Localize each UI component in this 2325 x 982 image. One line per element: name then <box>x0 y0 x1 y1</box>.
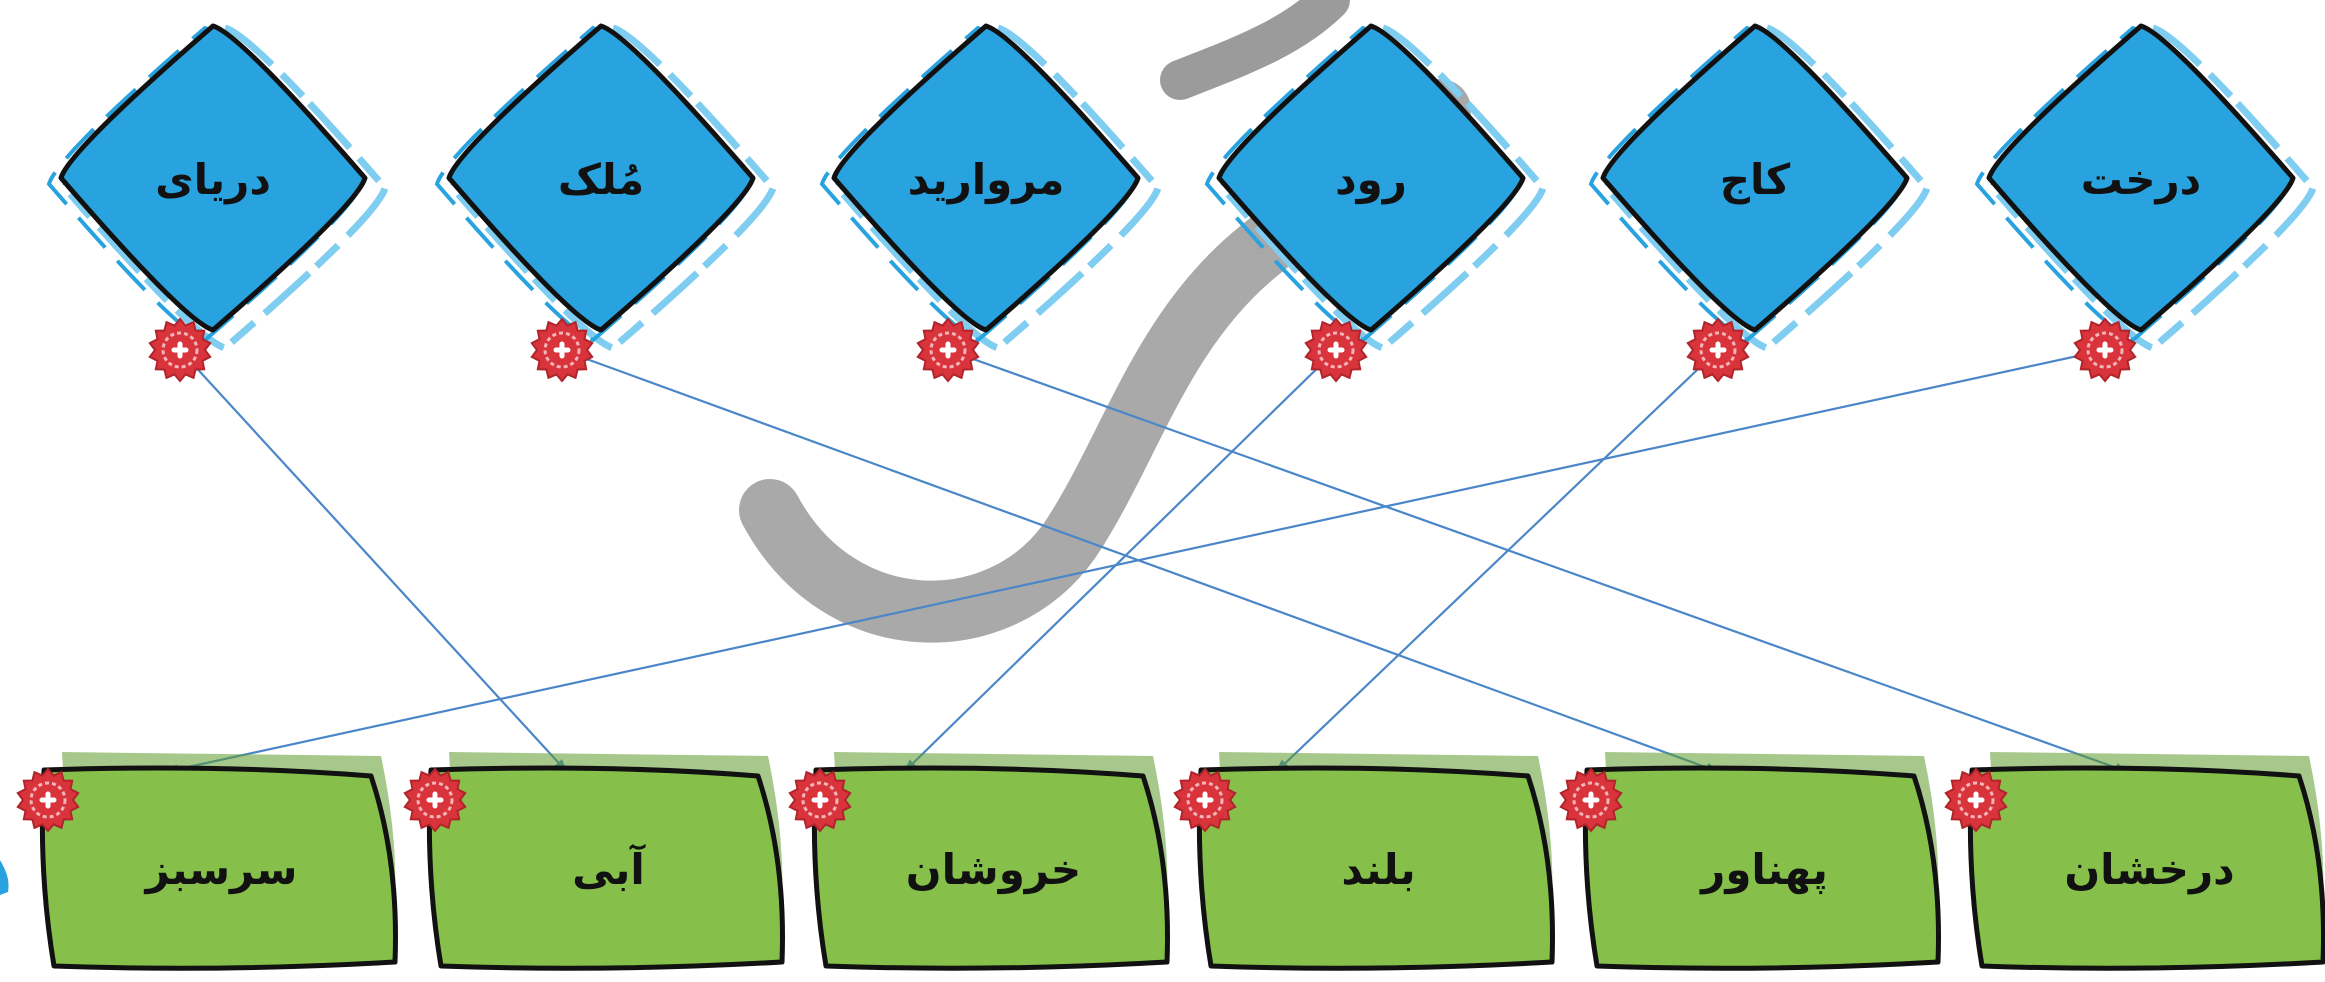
connector-arrow <box>561 348 1720 774</box>
edge-fragment <box>0 860 9 895</box>
star-badge-icon <box>2073 317 2137 383</box>
card-label: سرسبز <box>143 845 297 895</box>
star-badge-icon <box>148 317 212 383</box>
word-card[interactable]: آبی <box>403 752 785 971</box>
star-badge-icon <box>1944 767 2008 833</box>
diamond-shape <box>58 23 368 333</box>
card-label: خروشان <box>906 845 1081 895</box>
star-badge-icon <box>530 317 594 383</box>
word-card[interactable]: سرسبز <box>16 752 398 971</box>
card-label: پهناور <box>1699 845 1828 895</box>
diamond-label: مُلک <box>558 155 644 204</box>
diamond-shape <box>1600 23 1910 333</box>
diamond-label: مروارید <box>908 155 1065 205</box>
word-card[interactable]: خروشان <box>788 752 1170 971</box>
card-label: درخشان <box>2064 845 2234 894</box>
connector-arrow <box>903 349 1337 773</box>
word-diamond[interactable]: دریای <box>46 23 389 383</box>
card-label: آبی <box>572 844 646 894</box>
star-badge-icon <box>1304 317 1368 383</box>
word-diamond[interactable]: کاج <box>1588 23 1931 383</box>
word-diamond[interactable]: مُلک <box>434 23 777 383</box>
star-badge-icon <box>16 767 80 833</box>
star-badge-icon <box>1173 767 1237 833</box>
word-card[interactable]: درخشان <box>1944 752 2325 971</box>
card-shape <box>426 765 785 971</box>
connector-arrow <box>947 348 2129 774</box>
diamond-shape <box>831 23 1141 333</box>
star-badge-icon <box>403 767 467 833</box>
bottom-row: سرسبز آبی خروشان بلند پهناور درخشان <box>16 752 2325 971</box>
connector-arrow <box>1275 349 1719 773</box>
diamond-shape <box>446 23 756 333</box>
diamond-label: درخت <box>2081 155 2201 204</box>
diamond-label: رود <box>1335 155 1407 205</box>
word-diamond[interactable]: رود <box>1204 23 1547 383</box>
diamond-label: کاج <box>1720 155 1791 204</box>
diamond-label: دریای <box>155 155 271 204</box>
card-label: بلند <box>1341 845 1415 894</box>
star-badge-icon <box>1686 317 1750 383</box>
word-card[interactable]: بلند <box>1173 752 1555 971</box>
card-shape <box>1967 765 2325 971</box>
diamond-shape <box>1216 23 1526 333</box>
card-shape <box>1196 765 1555 971</box>
card-shape <box>811 765 1170 971</box>
card-shape <box>39 765 398 971</box>
connector-arrow <box>179 349 568 773</box>
word-diamond[interactable]: درخت <box>1974 23 2317 383</box>
top-row: دریای مُلک مروارید رود کاج درخت <box>46 23 2317 383</box>
word-card[interactable]: پهناور <box>1559 752 1941 971</box>
star-badge-icon <box>788 767 852 833</box>
card-shape <box>1582 765 1941 971</box>
star-badge-icon <box>1559 767 1623 833</box>
connector-arrow <box>164 348 2106 775</box>
star-badge-icon <box>916 317 980 383</box>
connectors <box>164 348 2129 775</box>
word-diamond[interactable]: مروارید <box>819 23 1162 383</box>
diamond-shape <box>1986 23 2296 333</box>
watermark-stroke-top <box>1160 0 1350 100</box>
